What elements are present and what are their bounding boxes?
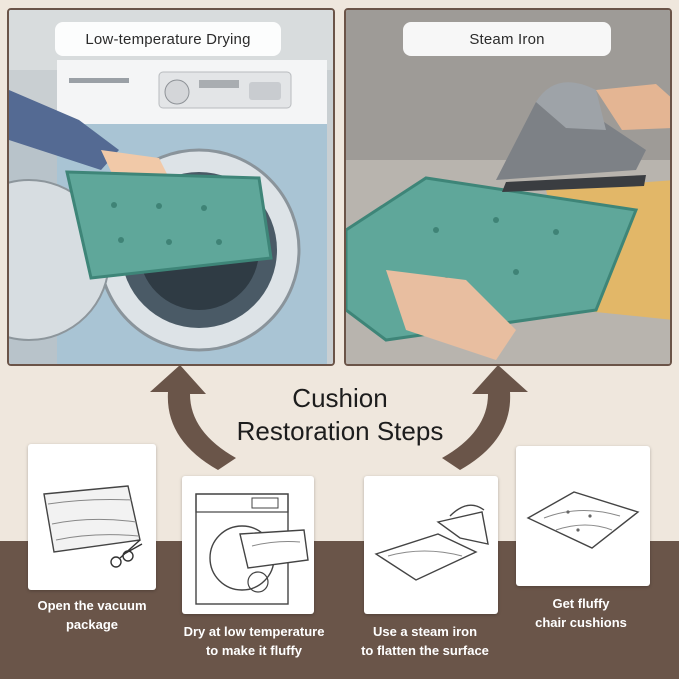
steam-iron-photo: Steam Iron bbox=[344, 8, 672, 366]
drying-label: Low-temperature Drying bbox=[55, 22, 281, 56]
step-card-cushion bbox=[516, 446, 650, 586]
step-label-vacuum: Open the vacuum package bbox=[37, 598, 147, 632]
dryer-illustration bbox=[9, 10, 333, 364]
step-card-dryer bbox=[182, 476, 314, 614]
vacuum-package-icon bbox=[43, 485, 143, 568]
iron-icon bbox=[374, 504, 489, 581]
step-card-iron bbox=[364, 476, 498, 614]
title-line-2: Restoration Steps bbox=[236, 416, 444, 446]
right-arrow-icon bbox=[442, 365, 528, 470]
scissors-icon bbox=[110, 539, 143, 568]
cushion-icon bbox=[526, 491, 640, 549]
left-arrow-icon bbox=[150, 365, 236, 470]
step-label-dryer: Dry at low temperature to make it fluffy bbox=[183, 624, 325, 658]
dryer-icon bbox=[195, 493, 309, 605]
steam-iron-illustration bbox=[346, 10, 670, 364]
step-card-vacuum bbox=[28, 444, 156, 590]
drying-photo: Low-temperature Drying bbox=[7, 8, 335, 366]
step-label-cushion: Get fluffy chair cushions bbox=[535, 596, 627, 630]
step-label-iron: Use a steam iron to flatten the surface bbox=[361, 624, 489, 658]
steam-iron-label: Steam Iron bbox=[403, 22, 611, 56]
page-title: Cushion Restoration Steps bbox=[190, 382, 490, 448]
title-line-1: Cushion bbox=[292, 383, 388, 413]
